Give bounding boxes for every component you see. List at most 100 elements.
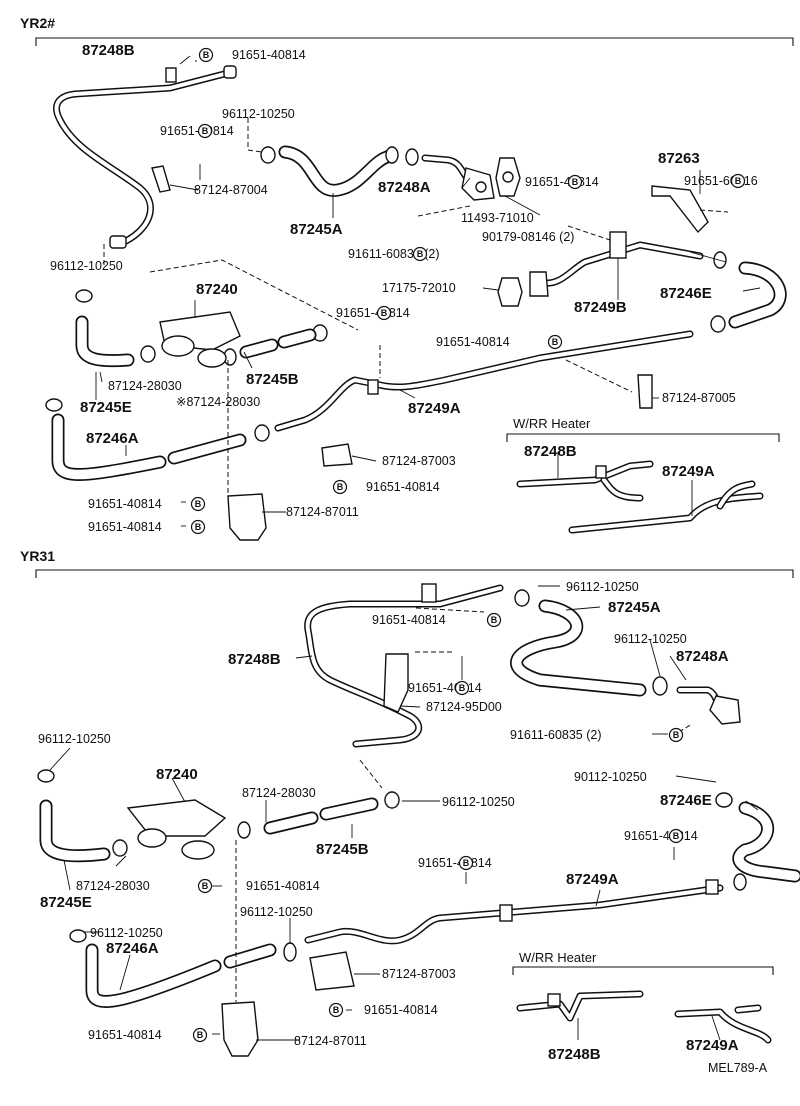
yr2-bolt-symbol-l13 [730,173,746,189]
yr2-part-label-l3: 96112-10250 [222,107,295,121]
yr31-bolt-symbol-m27 [328,1002,344,1018]
rr-pipe-87248b-yr31 [516,990,644,1022]
yr2-bolt-symbol-l19 [376,305,392,321]
yr2-part-label-l17: 87249B [574,299,627,316]
hose-87245b-yr31 [263,797,379,835]
gasket-17175-72010 [497,277,523,307]
yr2-part-label-l27: 87246A [86,430,139,447]
clamps-yr31 [37,589,747,962]
yr31-bolt-letter-m17: B [673,831,680,841]
pipe-87248b [53,65,237,249]
yr2-part-label-l21: 87245B [246,371,299,388]
yr31-bolt-symbol-m9 [668,727,684,743]
yr31-part-label-m10: 96112-10250 [38,732,111,746]
assembly-dashed-lines [103,60,729,1002]
yr31-parts [37,583,800,1057]
yr2-parts [45,65,787,541]
yr31-part-label-m15: 87246E [660,792,712,809]
bracket-87263 [651,185,709,234]
yr2-part-label-l22: 87124-28030 [108,379,182,393]
yr31-part-label-m8: 87124-95D00 [426,700,502,714]
pipe-87248b-yr31 [304,583,504,748]
leader-lines [49,55,761,1041]
yr2-part-label-l15: 87240 [196,281,238,298]
yr31-part-label-m29: 87124-87011 [294,1034,367,1048]
yr31-bolt-symbol-m17 [668,828,684,844]
pipe-87249a-yr31 [304,879,724,945]
gasket-11493-71010 [495,157,521,197]
hose-87246a-yr31 [85,943,277,1008]
yr2-part-label-l24: ※87124-28030 [176,395,260,409]
yr31-bolt-letter-m9: B [673,730,680,740]
yr2-bolt-letter-l30: B [195,499,202,509]
yr2-part-label-l8: 11493-71010 [461,211,534,225]
yr2-part-label-l30: 91651-40814 [88,497,162,511]
subsection-title-yr2-rr-heater: W/RR Heater [513,416,591,431]
yr2-bolt-letter-l2: B [203,50,210,60]
yr2-bolt-symbol-l4 [197,123,213,139]
yr31-part-label-m3: 91651-40814 [372,613,446,627]
yr31-part-label-m4: 96112-10250 [614,632,687,646]
valve-87240-yr31 [126,799,227,860]
yr31-part-label-m25: 87246A [106,940,159,957]
yr2-part-label-l11: 90179-08146 (2) [482,230,574,244]
yr31-bolt-letter-m21: B [463,858,470,868]
yr2-bolt-letter-l4: B [202,126,209,136]
yr2-bolt-letter-l20: B [552,337,559,347]
yr2-bolt-letter-l10: B [572,177,579,187]
yr2-part-label-l4: 91651-40814 [160,124,234,138]
hose-87245e-yr2 [75,315,135,368]
diagram-reference-code: MEL789-A [708,1061,768,1075]
yr2-part-label-l1: 87248B [82,42,135,59]
yr31-part-label-m21: 91651-40814 [418,856,492,870]
yr31-part-label-m14: 90112-10250 [574,770,647,784]
yr31-bolt-symbol-m3 [486,612,502,628]
yr2-part-label-l2: 91651-40814 [232,48,306,62]
yr2-bolt-symbol-l2 [198,47,214,63]
bracket-87124-87004 [151,165,171,193]
clip-87124-87003-yr31 [309,951,355,991]
yr2-bolt-letter-l13: B [735,176,742,186]
yr31-bolt-letter-m7: B [459,683,466,693]
yr2-bolt-symbol-l9 [412,246,428,262]
yr31-part-label-m16: 87245B [316,841,369,858]
yr2-part-label-l25: 87249A [408,400,461,417]
fitting-87248a [421,154,495,201]
yr2-part-label-l12: 87263 [658,150,700,167]
yr31-part-label-m13: 96112-10250 [442,795,515,809]
pipe-87249b [529,231,704,297]
rr-pipe-87249a-yr31 [674,1004,772,1044]
yr2-part-label-l26: 87124-87005 [662,391,736,405]
valve-87240-yr2 [159,311,241,368]
yr31-part-label-m20: 87245E [40,894,92,911]
yr31-part-label-m22: 87249A [566,871,619,888]
yr2-part-label-l20: 91651-40814 [436,335,510,349]
yr2-part-label-l14: 96112-10250 [50,259,123,273]
hose-87245b-yr2 [239,328,317,359]
yr31-bolt-symbol-m28 [192,1027,208,1043]
yr2-part-label-l32: 91651-40814 [88,520,162,534]
yr2-part-label-l7: 87248A [378,179,431,196]
yr31-frame [35,569,794,578]
fitting-87248a-yr31 [676,686,741,725]
yr2-frame [35,37,794,46]
bracket-87124-95d00 [383,653,409,713]
yr31-part-label-m26: 87124-87003 [382,967,456,981]
yr31-part-label-m11: 87240 [156,766,198,783]
hose-87246a-yr2 [51,413,247,481]
yr31-rr-frame [512,966,774,975]
yr31-part-label-m2: 87245A [608,599,661,616]
yr2-bolt-symbol-l29 [332,479,348,495]
clip-87124-87011-yr2 [227,493,267,541]
yr31-bolt-symbol-m7 [454,680,470,696]
yr2-part-label-l33: 87248B [524,443,577,460]
yr31-part-label-m7: 91651-40814 [408,681,482,695]
section-title-yr2: YR2# [20,15,55,31]
yr2-part-label-l29: 91651-40814 [366,480,440,494]
rr-pipe-87248b-yr2 [516,460,654,502]
section-title-yr31: YR31 [20,548,55,564]
yr31-part-label-m31: 87249A [686,1037,739,1054]
